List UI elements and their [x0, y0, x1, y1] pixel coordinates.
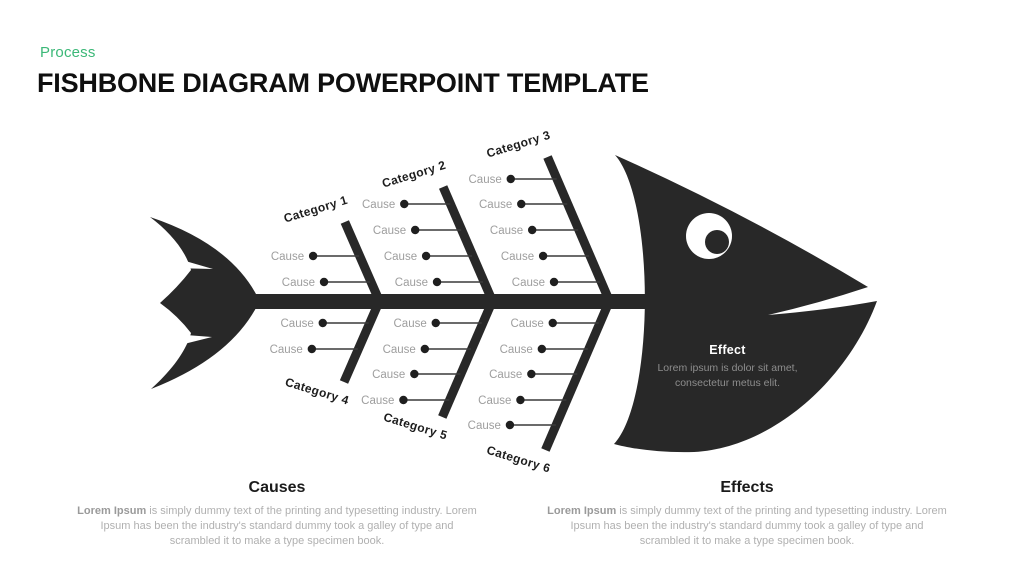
cause-label: Cause — [489, 369, 522, 381]
process-label: Process — [40, 44, 96, 61]
cause-label: Cause — [281, 318, 314, 330]
effects-section: Effects Lorem Ipsum is simply dummy text… — [547, 479, 947, 549]
causes-heading: Causes — [248, 479, 306, 496]
cause-label: Cause — [500, 344, 533, 356]
page-title: FISHBONE DIAGRAM POWERPOINT TEMPLATE — [37, 68, 649, 98]
cause-dot — [506, 174, 515, 184]
causes-section: Causes Lorem Ipsum is simply dummy text … — [77, 479, 477, 549]
cause-dot — [549, 277, 559, 287]
causes-body: Lorem Ipsum is simply dummy text of the … — [77, 504, 477, 549]
effects-body-lead: Lorem Ipsum — [547, 505, 617, 517]
causes-body-lead: Lorem Ipsum — [77, 505, 147, 517]
cause-label: Cause — [501, 251, 534, 263]
causes-body-rest: is simply dummy text of the printing and… — [100, 505, 477, 547]
category-label-3: Category 3 — [485, 128, 552, 161]
bone-5 — [438, 293, 500, 419]
cause-dot — [318, 318, 327, 328]
bone-1 — [340, 220, 387, 309]
cause-dot — [308, 251, 318, 261]
cause-label: Cause — [270, 344, 303, 356]
cause-label: Cause — [362, 199, 395, 211]
cause-dot — [538, 251, 548, 261]
cause-label: Cause — [468, 420, 501, 432]
cause-dot — [431, 318, 440, 328]
bone-3 — [543, 155, 617, 309]
cause-dot — [548, 318, 557, 328]
cause-dot — [420, 344, 430, 354]
cause-label: Cause — [479, 199, 512, 211]
cause-label: Cause — [469, 174, 502, 186]
cause-label: Cause — [395, 277, 428, 289]
cause-label: Cause — [361, 395, 394, 407]
cause-label: Cause — [372, 369, 405, 381]
cause-label: Cause — [383, 344, 416, 356]
cause-dot — [527, 225, 537, 235]
effects-body: Lorem Ipsum is simply dummy text of the … — [547, 504, 947, 549]
fish-head — [614, 155, 877, 453]
category-label-2: Category 2 — [380, 158, 447, 191]
cause-dot — [421, 251, 431, 261]
tail-slit-top — [172, 258, 213, 269]
effects-heading: Effects — [720, 479, 774, 496]
cause-label: Cause — [512, 277, 545, 289]
cause-label: Cause — [490, 225, 523, 237]
bones-layer — [339, 155, 617, 452]
cause-label: Cause — [271, 251, 304, 263]
bone-4 — [339, 293, 387, 384]
cause-label: Cause — [511, 318, 544, 330]
effects-body-rest: is simply dummy text of the printing and… — [570, 505, 947, 547]
cause-dot — [319, 277, 329, 287]
cause-dot — [400, 199, 409, 209]
fish-pupil — [705, 230, 729, 254]
cause-dot — [307, 344, 317, 354]
tail-slit-bottom — [173, 334, 212, 346]
spine — [253, 294, 652, 309]
bone-2 — [438, 185, 500, 309]
cause-dot — [432, 277, 442, 287]
cause-label: Cause — [478, 395, 511, 407]
cause-dot — [527, 369, 536, 379]
bone-6 — [541, 293, 617, 452]
cause-label: Cause — [384, 251, 417, 263]
cause-label: Cause — [394, 318, 427, 330]
cause-dot — [410, 225, 420, 235]
cause-dot — [399, 395, 408, 405]
cause-label: Cause — [282, 277, 315, 289]
cause-dot — [410, 369, 419, 379]
fish-tail — [150, 217, 256, 389]
cause-dot — [537, 344, 547, 354]
cause-dot — [517, 199, 526, 209]
cause-label: Cause — [373, 225, 406, 237]
cause-dot — [505, 420, 515, 430]
cause-dot — [516, 395, 525, 405]
category-label-1: Category 1 — [282, 193, 349, 226]
